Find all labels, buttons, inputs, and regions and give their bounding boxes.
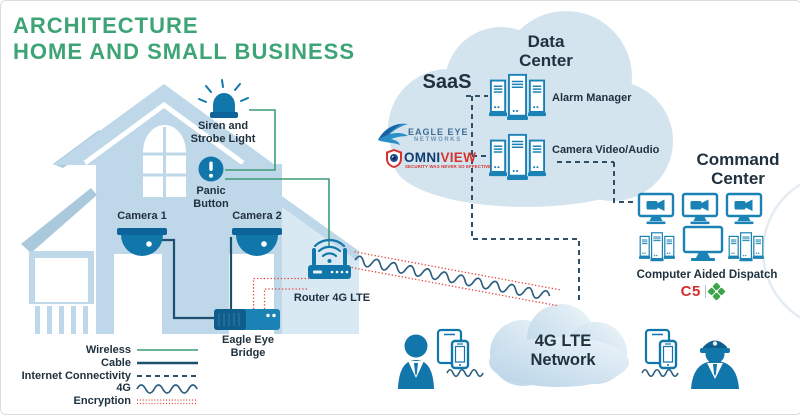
siren-label-line2: Strobe Light <box>190 133 256 145</box>
omniview-logo-text: OMNIVIEW <box>404 150 476 165</box>
mobile-devices-icon <box>436 328 470 370</box>
lte-network-label: 4G LTE Network <box>503 332 623 369</box>
door <box>114 254 162 334</box>
bridge-label-line2: Bridge <box>230 347 266 359</box>
c5-logo-text: C5 <box>680 283 701 300</box>
monitor-camera-icon <box>681 192 719 226</box>
legend-label-encryption: Encryption <box>73 395 131 407</box>
internet-line-saas <box>466 95 580 303</box>
legend-label-cable: Cable <box>101 356 131 369</box>
eagle-eye-logo-text: EAGLE EYE <box>408 127 469 137</box>
alarm-manager-label: Alarm Manager <box>552 92 632 104</box>
wifi-icon <box>313 238 346 258</box>
legend-swatches <box>136 349 198 405</box>
c5-logo-divider <box>704 285 707 298</box>
businessman-icon <box>398 334 434 389</box>
wireless-line-panic-router <box>225 178 330 248</box>
connections <box>162 95 679 378</box>
command-center-label: Command Center <box>668 150 800 188</box>
omniview-text-part2: VIEW <box>440 150 477 165</box>
monitor-camera-icon <box>637 192 675 226</box>
4g-wave-right-devices <box>641 368 679 378</box>
4g-wave-router-cloud <box>351 251 562 307</box>
legend-label-internet-connectivity: Internet Connectivity <box>21 369 131 382</box>
c5-logo: C5 <box>642 282 762 301</box>
data-center-line2: Center <box>519 51 573 70</box>
bridge-label-line1: Eagle Eye <box>222 334 274 346</box>
4g-line-swatch <box>136 384 198 394</box>
omniview-text-part1: OMNI <box>404 150 441 165</box>
cad-rack-icon <box>727 232 765 262</box>
cad-rack-icon <box>638 232 676 262</box>
omniview-tagline: SECURITY WAS NEVER SO EFFECTIVE <box>405 164 492 169</box>
clover-icon <box>707 282 727 301</box>
lte-network-line1: 4G LTE <box>534 332 592 350</box>
command-center-line1: Command <box>696 150 780 169</box>
internet-line-command <box>557 161 637 203</box>
cable-line-camera1 <box>162 238 215 320</box>
legend-label-4g: 4G <box>116 381 131 394</box>
command-center-line2: Center <box>711 169 765 188</box>
cad-monitor-icon <box>682 225 724 261</box>
computer-aided-dispatch-label: Computer Aided Dispatch <box>636 269 778 281</box>
legend-label-wireless: Wireless <box>85 343 131 356</box>
router-label: Router 4G LTE <box>293 292 371 304</box>
data-center-line1: Data <box>527 32 565 51</box>
background-circle-decoration <box>761 183 800 319</box>
wireless-line-siren <box>225 109 276 171</box>
data-center-label: Data Center <box>496 32 596 70</box>
camera1-icon <box>117 228 167 256</box>
page-title-line2: HOME AND SMALL BUSINESS <box>13 39 356 64</box>
saas-label: SaaS <box>422 71 472 93</box>
lte-cloud <box>489 304 629 387</box>
panic-button-icon <box>198 156 224 182</box>
encryption-line-swatch <box>137 399 198 405</box>
omniview-shield-icon <box>386 149 402 168</box>
camera-video-audio-label: Camera Video/Audio <box>552 144 660 156</box>
camera2-label: Camera 2 <box>232 210 282 222</box>
eagle-eye-networks-text: NETWORKS <box>414 137 462 143</box>
router-icon <box>308 238 351 279</box>
panic-label-line1: Panic <box>196 185 226 197</box>
siren-icon <box>198 79 249 118</box>
lte-network-line2: Network <box>530 350 596 369</box>
police-officer-icon <box>691 340 739 389</box>
house-illustration <box>21 84 359 334</box>
panic-button-label: Panic Button <box>171 185 251 211</box>
eagle-eye-logo-icon <box>378 123 408 145</box>
panic-label-line2: Button <box>193 198 229 210</box>
bridge-label: Eagle Eye Bridge <box>208 334 288 360</box>
page-title-line1: ARCHITECTURE <box>13 13 199 38</box>
alarm-manager-rack-icon <box>488 73 547 121</box>
camera-video-rack-icon <box>488 133 547 181</box>
monitor-camera-icon <box>725 192 763 226</box>
camera1-label: Camera 1 <box>117 210 167 222</box>
bridge-icon <box>214 309 280 330</box>
4g-wave-left-devices <box>446 368 484 378</box>
siren-label-line1: Siren and <box>197 120 249 132</box>
siren-label: Siren and Strobe Light <box>173 120 273 146</box>
camera2-icon <box>232 228 282 256</box>
mobile-devices-icon <box>644 328 678 370</box>
